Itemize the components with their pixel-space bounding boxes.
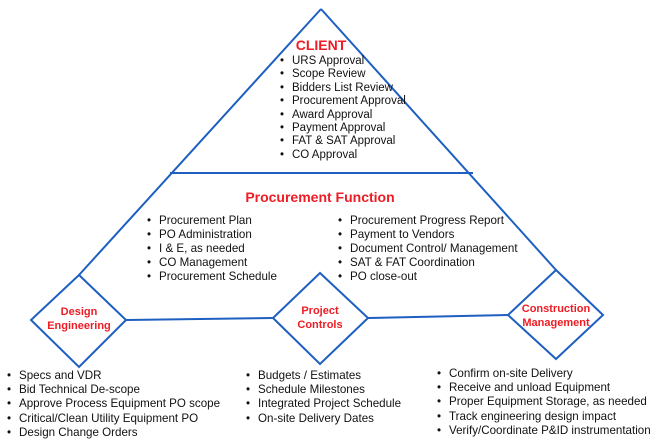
project-controls-item: Budgets / Estimates (246, 369, 401, 383)
design-engineering-item: Design Change Orders (7, 426, 220, 440)
client-item: FAT & SAT Approval (280, 135, 406, 149)
construction-management-item: Confirm on-site Delivery (437, 367, 651, 381)
project-controls-item: Schedule Milestones (246, 383, 401, 397)
design-engineering-label-line1: Design (60, 306, 98, 318)
project-controls-label-line1: Project (301, 305, 339, 317)
construction-management-item: Receive and unload Equipment (437, 381, 651, 395)
client-title: CLIENT (295, 37, 347, 53)
design-engineering-item: Critical/Clean Utility Equipment PO (7, 412, 220, 426)
construction-management-label-line1: Construction (521, 303, 591, 315)
procurement-item: SAT & FAT Coordination (338, 256, 518, 270)
procurement-item: Document Control/ Management (338, 242, 518, 256)
design-engineering-item: Specs and VDR (7, 369, 220, 383)
construction-management-label-line2: Management (522, 317, 590, 329)
procurement-item: CO Management (147, 256, 277, 270)
client-item: Bidders List Review (280, 82, 406, 96)
client-list: URS Approval Scope Review Bidders List R… (280, 55, 406, 163)
design-engineering-list: Specs and VDR Bid Technical De-scope App… (7, 369, 220, 440)
construction-management-item: Track engineering design impact (437, 410, 651, 424)
client-item: Award Approval (280, 109, 406, 123)
client-item: Scope Review (280, 68, 406, 82)
procurement-item: Payment to Vendors (338, 228, 518, 242)
procurement-right-list: Procurement Progress Report Payment to V… (338, 214, 518, 284)
procurement-title: Procurement Function (245, 189, 395, 205)
client-item: CO Approval (280, 149, 406, 163)
construction-management-diamond (506, 268, 605, 361)
triangle-left-edge (78, 8, 322, 276)
design-engineering-label: Design Engineering (29, 305, 129, 333)
project-controls-list: Budgets / Estimates Schedule Milestones … (246, 369, 401, 426)
procurement-item: Procurement Schedule (147, 270, 277, 284)
client-item: URS Approval (280, 55, 406, 69)
project-controls-diamond (271, 271, 370, 366)
design-engineering-diamond (29, 273, 128, 369)
connector-design-to-controls (125, 317, 274, 321)
procurement-item: I & E, as needed (147, 242, 277, 256)
design-engineering-item: Bid Technical De-scope (7, 383, 220, 397)
connector-controls-to-construction (367, 314, 509, 319)
construction-management-list: Confirm on-site Delivery Receive and unl… (437, 367, 651, 438)
construction-management-label: Construction Management (501, 302, 611, 330)
procurement-item: PO Administration (147, 228, 277, 242)
procurement-item: Procurement Plan (147, 214, 277, 228)
design-engineering-label-line2: Engineering (47, 320, 111, 332)
project-controls-item: On-site Delivery Dates (246, 412, 401, 426)
procurement-item: Procurement Progress Report (338, 214, 518, 228)
project-controls-label-line2: Controls (297, 319, 343, 331)
construction-management-item: Verify/Coordinate P&ID instrumentation (437, 424, 651, 438)
client-item: Payment Approval (280, 122, 406, 136)
procurement-item: PO close-out (338, 270, 518, 284)
project-controls-item: Integrated Project Schedule (246, 397, 401, 411)
construction-management-item: Proper Equipment Storage, as needed (437, 395, 651, 409)
design-engineering-item: Approve Process Equipment PO scope (7, 397, 220, 411)
procurement-left-list: Procurement Plan PO Administration I & E… (147, 214, 277, 284)
client-item: Procurement Approval (280, 95, 406, 109)
project-controls-label: Project Controls (270, 304, 370, 332)
